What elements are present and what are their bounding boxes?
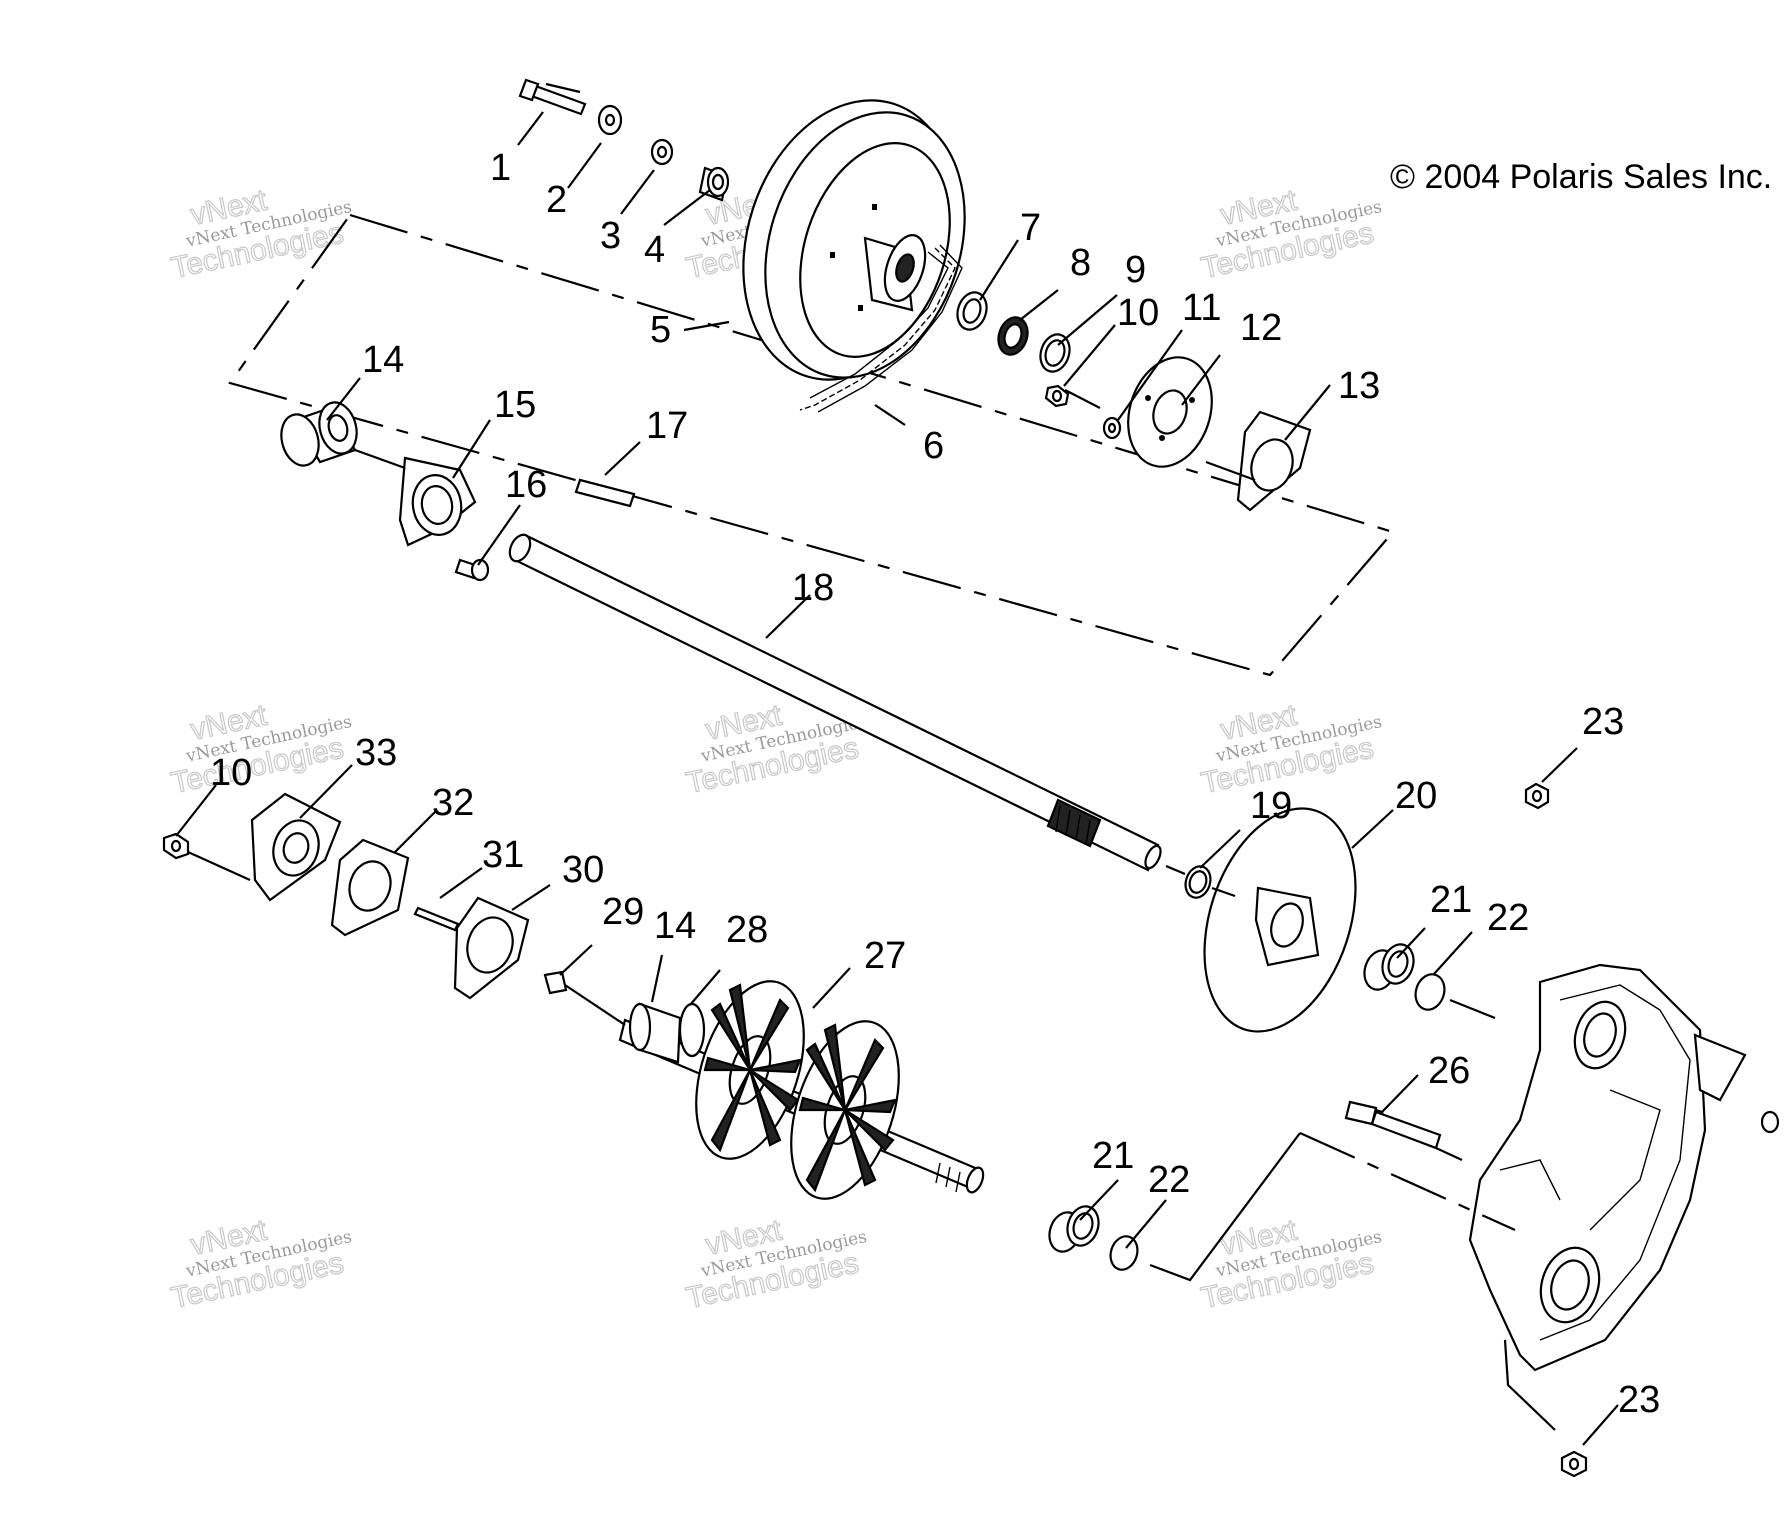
- callout-28: 28: [726, 909, 768, 951]
- callout-17: 17: [646, 405, 688, 447]
- callout-13: 13: [1338, 365, 1380, 407]
- leader-lines: [175, 82, 1619, 1446]
- callout-1: 1: [490, 147, 511, 189]
- part-lock-washer: [1102, 416, 1122, 440]
- part-lower-seal: [1109, 1235, 1139, 1271]
- callout-26: 26: [1428, 1050, 1470, 1092]
- callout-3: 3: [600, 215, 621, 257]
- part-chaincase: [1468, 963, 1780, 1372]
- callout-22: 22: [1487, 897, 1529, 939]
- part-key: [574, 478, 636, 508]
- callout-19: 19: [1250, 785, 1292, 827]
- assembly-outline-top: [228, 213, 1395, 677]
- part-gasket: [330, 838, 410, 937]
- callout-31: 31: [482, 834, 524, 876]
- part-case-nut: [1524, 782, 1550, 810]
- part-flange-bolt: [454, 558, 490, 582]
- part-chaincase-bolt: [1344, 1100, 1442, 1150]
- part-shaft-o-ring: [1184, 865, 1212, 899]
- callout-21-lower: 21: [1092, 1135, 1134, 1177]
- bracket-line: [1149, 1132, 1301, 1282]
- part-bolt: [518, 78, 587, 116]
- callout-18: 18: [792, 567, 834, 609]
- part-retainer-plate: [1127, 356, 1213, 468]
- part-brake-disc: [1203, 807, 1357, 1033]
- callout-27: 27: [864, 935, 906, 977]
- callout-15: 15: [494, 384, 536, 426]
- part-bearing-flange: [398, 456, 477, 547]
- callout-10: 10: [1117, 292, 1159, 334]
- callout-22-lower: 22: [1148, 1159, 1190, 1201]
- callout-12: 12: [1240, 307, 1282, 349]
- callout-14-lower: 14: [654, 905, 696, 947]
- callout-6: 6: [923, 425, 944, 467]
- part-washer: [597, 104, 623, 136]
- part-bearing-housing: [250, 792, 342, 902]
- part-nut: [1044, 384, 1070, 408]
- callout-labels: 1 2 3 4 5 6 7 8 9 10 11 12 13 14 15 16 1…: [210, 147, 1660, 1421]
- callout-4: 4: [644, 229, 665, 271]
- callout-21: 21: [1430, 879, 1472, 921]
- part-bearing-nut: [162, 832, 190, 860]
- callout-5: 5: [650, 309, 671, 351]
- callout-30: 30: [562, 849, 604, 891]
- callout-2: 2: [546, 179, 567, 221]
- part-spring-pin: [413, 906, 460, 932]
- part-bearing: [280, 401, 358, 467]
- part-ring: [997, 316, 1029, 356]
- part-driven-pulley: [742, 99, 966, 381]
- callout-8: 8: [1070, 242, 1091, 284]
- part-bottom-nut: [1560, 1450, 1588, 1478]
- callout-10-lower: 10: [210, 752, 252, 794]
- part-washer-small: [650, 138, 674, 166]
- part-flange-plate: [1236, 410, 1312, 512]
- part-seal: [956, 291, 988, 331]
- assembly-outline-bottom: [1299, 1131, 1516, 1232]
- callout-33: 33: [355, 732, 397, 774]
- callout-16: 16: [505, 464, 547, 506]
- part-case-bearing: [1363, 943, 1415, 991]
- callout-11: 11: [1182, 287, 1221, 329]
- callout-9: 9: [1125, 249, 1146, 291]
- part-plug: [543, 970, 568, 995]
- part-o-ring: [1039, 333, 1071, 373]
- part-chain: [799, 244, 963, 413]
- callout-23: 23: [1582, 701, 1624, 743]
- copyright-text: © 2004 Polaris Sales Inc.: [1390, 158, 1772, 196]
- callout-29: 29: [602, 891, 644, 933]
- bracket-line-lower: [1503, 1339, 1556, 1431]
- callout-7: 7: [1020, 207, 1041, 249]
- part-lower-bearing: [1048, 1205, 1100, 1253]
- callout-23-lower: 23: [1618, 1379, 1660, 1421]
- part-drive-shaft: [618, 980, 985, 1200]
- callout-14: 14: [362, 339, 404, 381]
- part-drive-flange: [453, 896, 530, 1000]
- part-case-seal: [1414, 973, 1446, 1011]
- callout-32: 32: [432, 782, 474, 824]
- callout-20: 20: [1395, 775, 1437, 817]
- part-bushing: [698, 166, 730, 202]
- part-jackshaft: [508, 533, 1162, 872]
